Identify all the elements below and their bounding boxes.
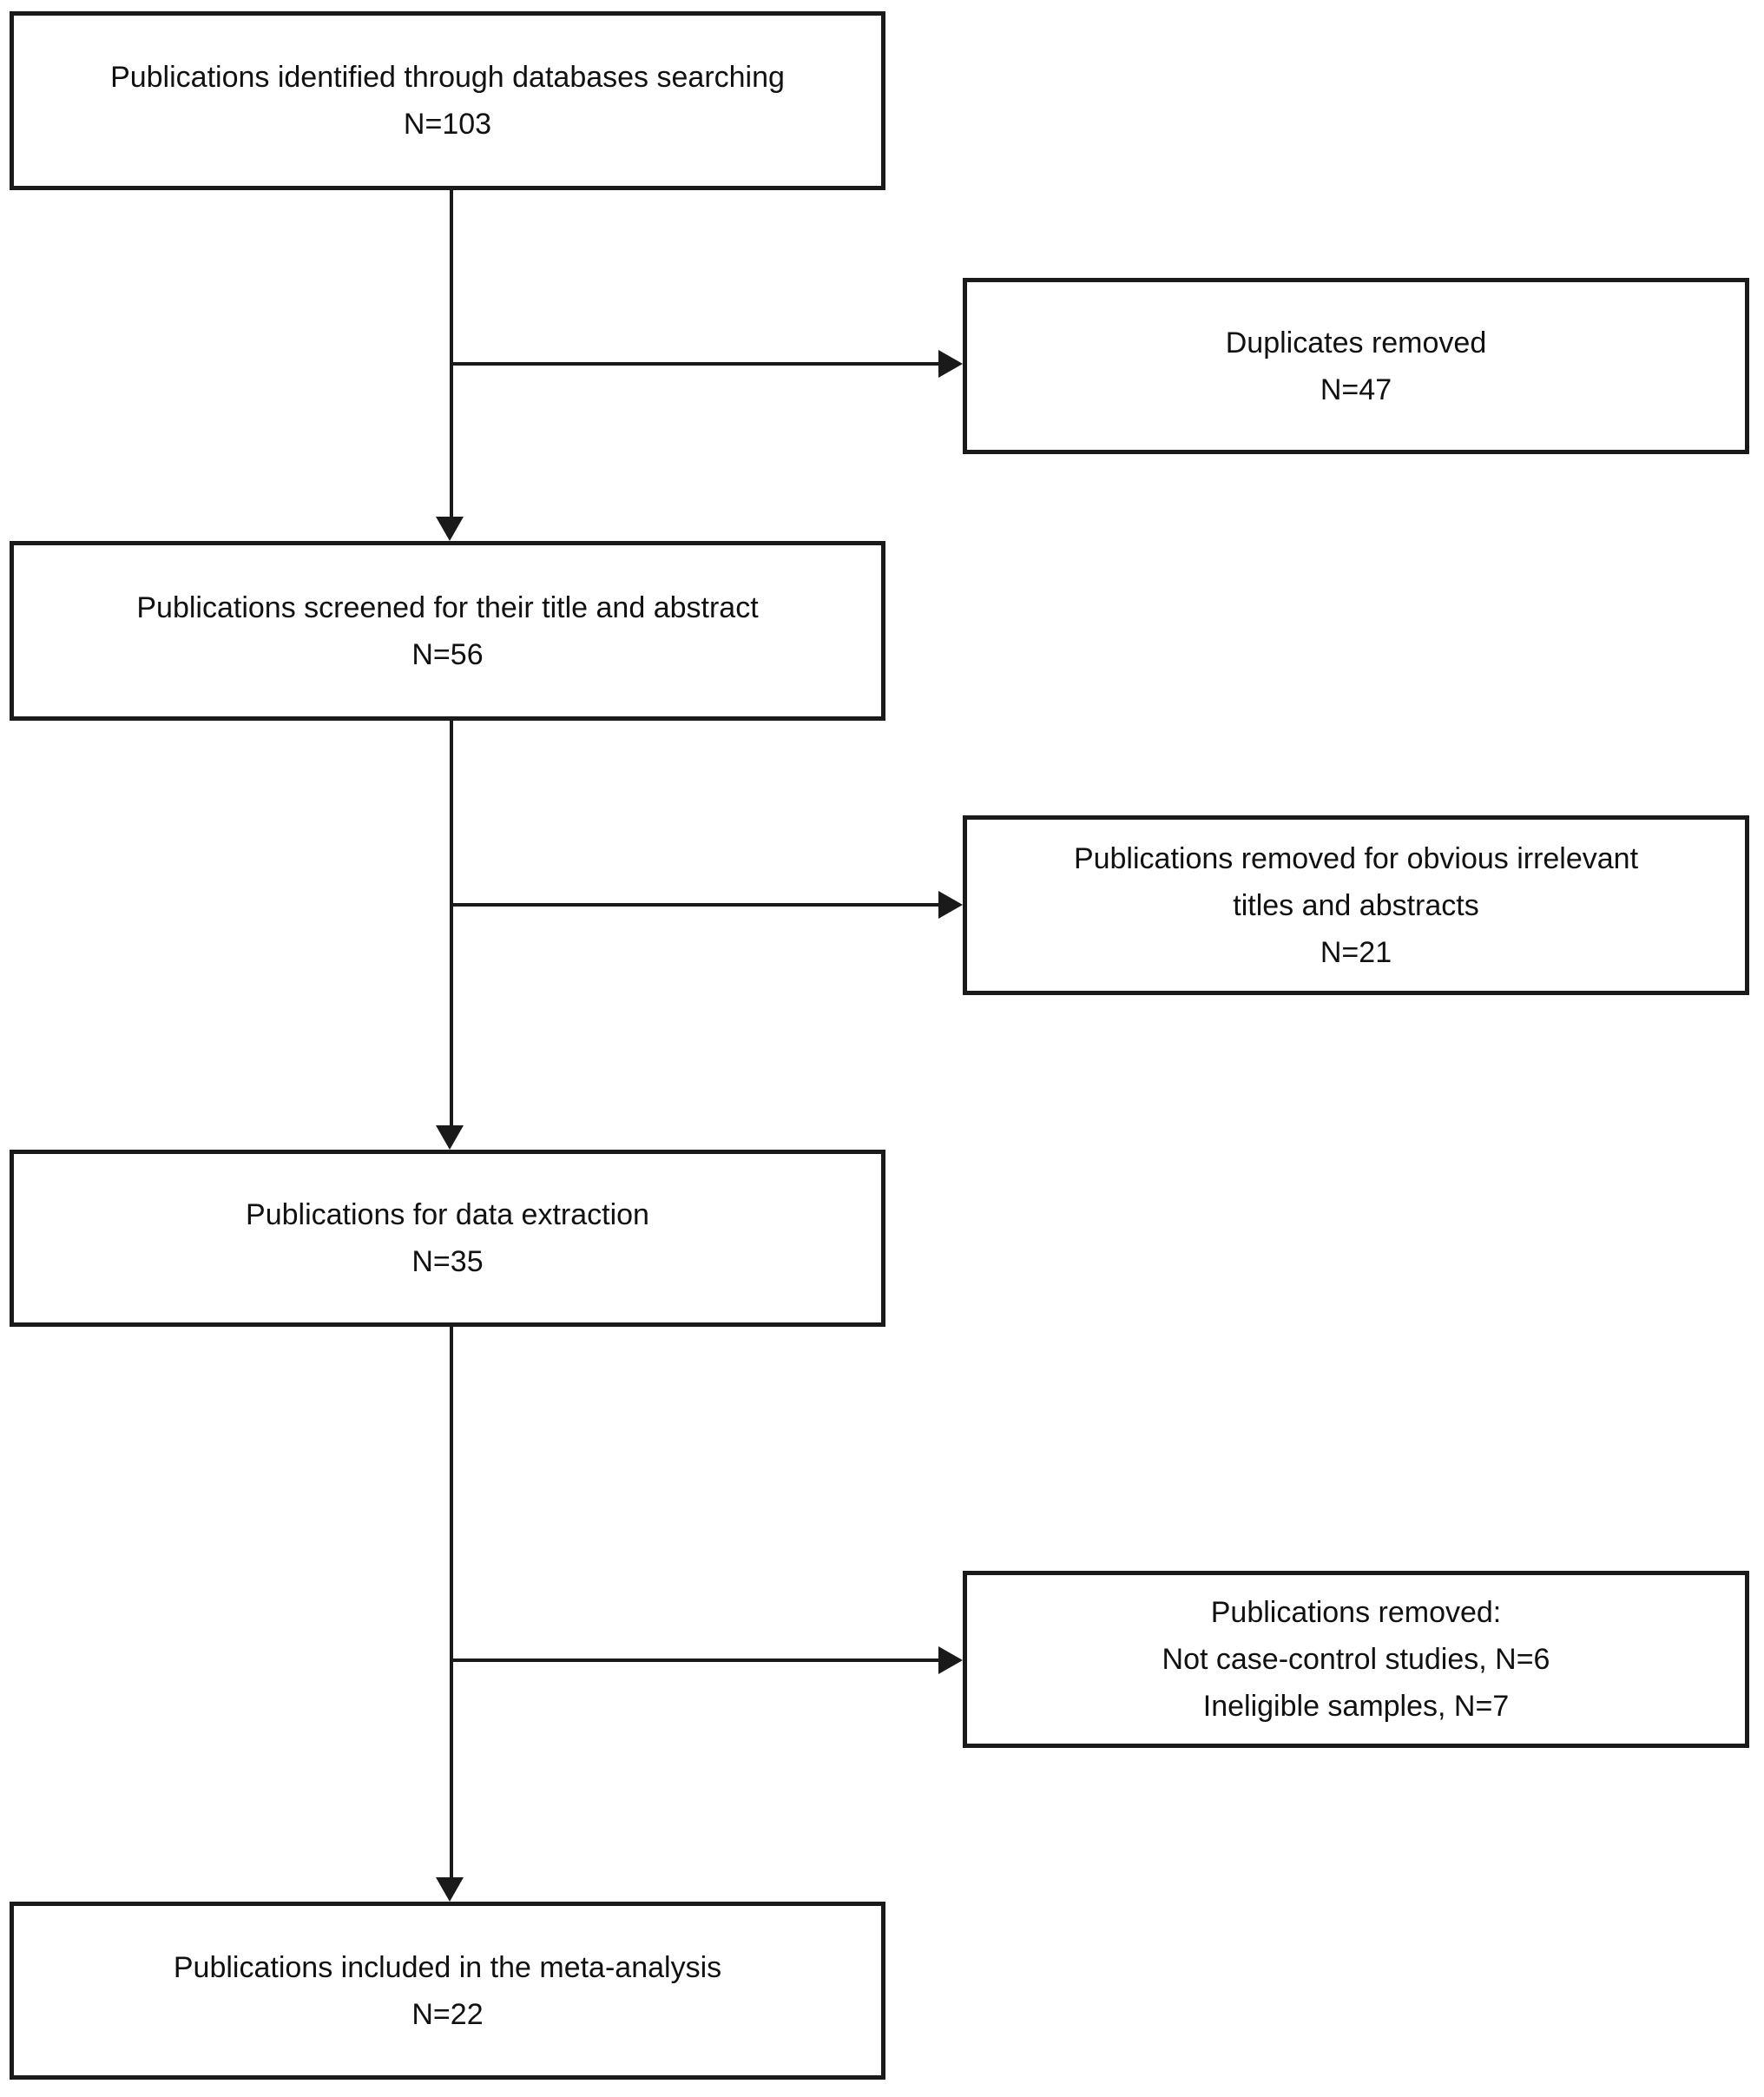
flow-box-irrelevant-removed: Publications removed for obvious irrelev… xyxy=(963,815,1749,995)
connector-branch-duplicates xyxy=(451,362,938,366)
arrowhead-down-icon xyxy=(436,517,464,541)
connector-data-extraction-to-included xyxy=(450,1327,453,1879)
flow-box-screened: Publications screened for their title an… xyxy=(10,541,885,721)
connector-branch-ineligible xyxy=(451,1658,938,1662)
flow-box-data-extraction: Publications for data extraction N=35 xyxy=(10,1150,885,1327)
flow-box-identified: Publications identified through database… xyxy=(10,11,885,190)
flow-box-identified-text: Publications identified through database… xyxy=(110,61,785,141)
flow-box-ineligible-removed-text: Publications removed: Not case-control s… xyxy=(1162,1596,1550,1723)
flow-box-data-extraction-text: Publications for data extraction N=35 xyxy=(246,1198,649,1278)
flow-box-ineligible-removed: Publications removed: Not case-control s… xyxy=(963,1571,1749,1748)
arrowhead-down-icon xyxy=(436,1125,464,1150)
arrowhead-right-icon xyxy=(938,350,963,378)
arrowhead-right-icon xyxy=(938,891,963,919)
flow-box-duplicates-removed-text: Duplicates removed N=47 xyxy=(1225,326,1487,406)
flow-box-included: Publications included in the meta-analys… xyxy=(10,1902,885,2080)
flow-box-irrelevant-removed-text: Publications removed for obvious irrelev… xyxy=(1073,841,1639,969)
arrowhead-down-icon xyxy=(436,1877,464,1902)
connector-screened-to-data-extraction xyxy=(450,721,453,1127)
flow-box-screened-text: Publications screened for their title an… xyxy=(136,590,759,671)
connector-branch-irrelevant xyxy=(451,903,938,907)
flow-box-duplicates-removed: Duplicates removed N=47 xyxy=(963,278,1749,454)
arrowhead-right-icon xyxy=(938,1646,963,1674)
flow-box-included-text: Publications included in the meta-analys… xyxy=(173,1950,722,2031)
connector-identified-to-screened xyxy=(450,190,453,519)
